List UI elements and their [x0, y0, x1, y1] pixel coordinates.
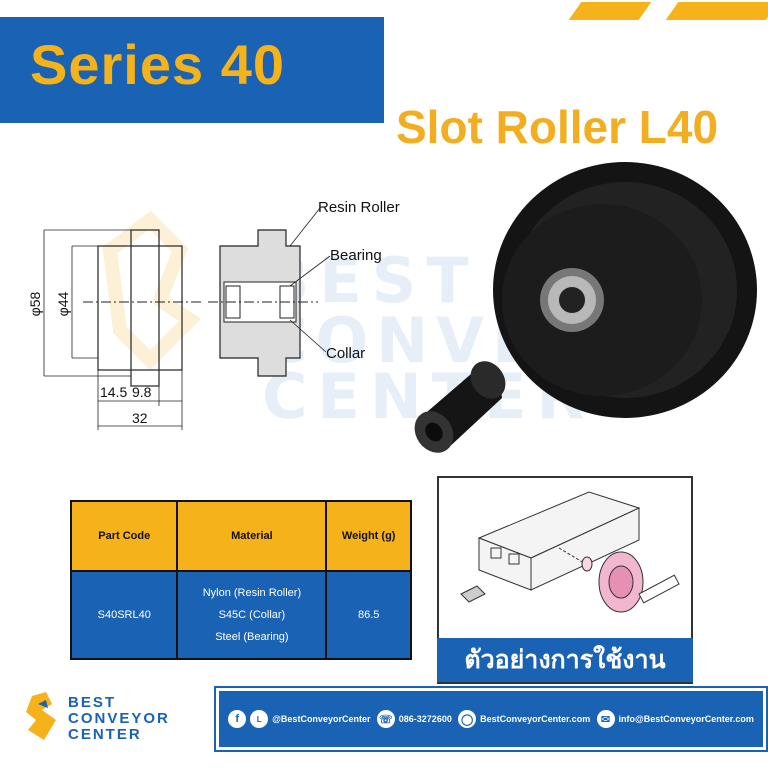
- material-item: Steel (Bearing): [215, 631, 289, 643]
- material-item: S45C (Collar): [218, 609, 286, 621]
- website-url: BestConveyorCenter.com: [480, 714, 591, 724]
- collar: [414, 361, 506, 453]
- logo-line-2: CONVEYOR: [68, 710, 170, 727]
- dim-width-a: 14.5: [100, 384, 127, 400]
- technical-drawing: φ58 φ44 14.5 9.8 32 Resin Roller Bearing…: [28, 199, 400, 430]
- usage-illustration: [460, 491, 680, 613]
- logo-text: BEST CONVEYOR CENTER: [68, 695, 170, 743]
- product-photo: [414, 162, 757, 453]
- contact-website[interactable]: ◯ BestConveyorCenter.com: [458, 710, 590, 728]
- phone-number: 086-3272600: [398, 714, 452, 724]
- cell-part-code: S40SRL40: [69, 570, 179, 660]
- spec-table: Part Code Material Weight (g) S40SRL40 N…: [69, 500, 412, 660]
- series-title: Series 40: [30, 33, 285, 96]
- callout-collar: Collar: [326, 345, 365, 362]
- dim-inner-diameter: φ44: [55, 291, 71, 316]
- phone-icon: ☏: [376, 710, 395, 728]
- usage-label: ตัวอย่างการใช้งาน: [437, 638, 693, 682]
- logo-line-3: CENTER: [68, 726, 142, 743]
- header-part-code: Part Code: [69, 500, 179, 572]
- contact-email[interactable]: ✉ info@BestConveyorCenter.com: [596, 710, 754, 728]
- header-weight: Weight (g): [325, 500, 412, 572]
- callout-bearing: Bearing: [330, 247, 382, 264]
- cell-weight: 86.5: [325, 570, 412, 660]
- facebook-icon: f: [228, 710, 247, 728]
- globe-icon: ◯: [458, 710, 477, 728]
- contact-social[interactable]: f L @BestConveyorCenter: [228, 710, 370, 728]
- roller-body-outline: [97, 245, 183, 371]
- email-address: info@BestConveyorCenter.com: [618, 714, 754, 724]
- product-title: Slot Roller L40: [396, 101, 719, 153]
- logo-icon: [26, 692, 56, 740]
- dim-outer-diameter: φ58: [28, 291, 43, 316]
- line-icon: L: [250, 710, 269, 728]
- logo-line-1: BEST: [68, 694, 117, 711]
- table-row: S40SRL40 Nylon (Resin Roller) S45C (Coll…: [69, 570, 412, 660]
- roller-flange-outline: [130, 229, 160, 387]
- header-material: Material: [176, 500, 328, 572]
- social-handle: @BestConveyorCenter: [272, 714, 371, 724]
- dim-total-width: 32: [132, 410, 148, 426]
- contact-phone[interactable]: ☏ 086-3272600: [376, 710, 452, 728]
- series-banner: [0, 17, 384, 123]
- dim-width-b: 9.8: [132, 384, 152, 400]
- table-header-row: Part Code Material Weight (g): [69, 500, 412, 572]
- email-icon: ✉: [596, 710, 615, 728]
- material-item: Nylon (Resin Roller): [202, 587, 302, 599]
- contact-bar: f L @BestConveyorCenter ☏ 086-3272600 ◯ …: [214, 686, 768, 752]
- cell-material: Nylon (Resin Roller) S45C (Collar) Steel…: [176, 570, 328, 660]
- callout-resin-roller: Resin Roller: [318, 199, 400, 216]
